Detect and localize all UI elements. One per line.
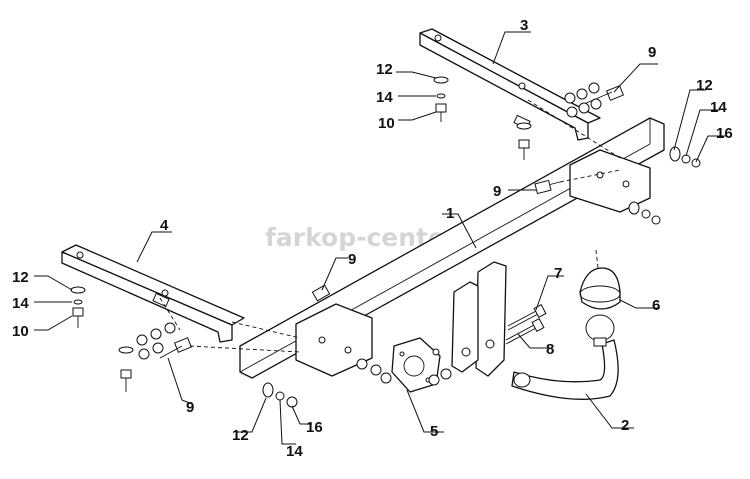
ball-cover-part-6 bbox=[579, 267, 621, 310]
alignment-lines bbox=[159, 99, 621, 353]
callout-14-bottom: 14 bbox=[286, 443, 303, 460]
hardware-socket-nuts bbox=[356, 358, 452, 386]
right-bracket-part-3 bbox=[419, 28, 601, 141]
hardware-stack-right-mid bbox=[628, 201, 661, 225]
callout-12-bottom: 12 bbox=[232, 427, 249, 444]
hardware-stack-right bbox=[669, 146, 701, 168]
callout-6: 6 bbox=[652, 297, 660, 314]
callout-14-right: 14 bbox=[710, 99, 727, 116]
callout-8: 8 bbox=[546, 341, 554, 358]
callout-7: 7 bbox=[554, 265, 562, 282]
callout-12-top: 12 bbox=[376, 61, 393, 78]
hardware-stack-top bbox=[433, 76, 532, 160]
callout-14-left: 14 bbox=[12, 295, 29, 312]
callout-4: 4 bbox=[160, 217, 169, 234]
callout-5: 5 bbox=[430, 423, 438, 440]
hardware-stack-top-right bbox=[564, 82, 625, 118]
callout-9-left: 9 bbox=[348, 251, 356, 268]
hardware-stack-left bbox=[70, 286, 86, 328]
left-bracket-part-4 bbox=[61, 244, 245, 343]
leader-lines bbox=[34, 31, 726, 445]
callout-9-bottom: 9 bbox=[186, 399, 194, 416]
callout-10-top: 10 bbox=[378, 115, 395, 132]
hardware-bolt-mid bbox=[534, 179, 561, 195]
callout-12-left: 12 bbox=[12, 269, 29, 286]
callout-14-top: 14 bbox=[376, 89, 393, 106]
callout-3: 3 bbox=[520, 17, 528, 34]
callout-1: 1 bbox=[446, 205, 454, 222]
main-beam-part-1 bbox=[239, 117, 665, 379]
callout-10-left: 10 bbox=[12, 323, 29, 340]
hardware-stack-left-lower bbox=[118, 284, 331, 392]
callout-2: 2 bbox=[621, 417, 629, 434]
tow-ball-neck-part-2 bbox=[511, 314, 619, 400]
callout-16-bottom: 16 bbox=[306, 419, 323, 436]
callout-12-right: 12 bbox=[696, 77, 713, 94]
bolt-part-8 bbox=[505, 318, 545, 345]
callout-9-top: 9 bbox=[648, 44, 656, 61]
callout-9-mid: 9 bbox=[493, 183, 501, 200]
callout-16-right: 16 bbox=[716, 125, 733, 142]
callout-labels: 3 4 1 2 5 6 7 8 9 9 9 9 10 10 12 12 12 1… bbox=[12, 17, 733, 460]
